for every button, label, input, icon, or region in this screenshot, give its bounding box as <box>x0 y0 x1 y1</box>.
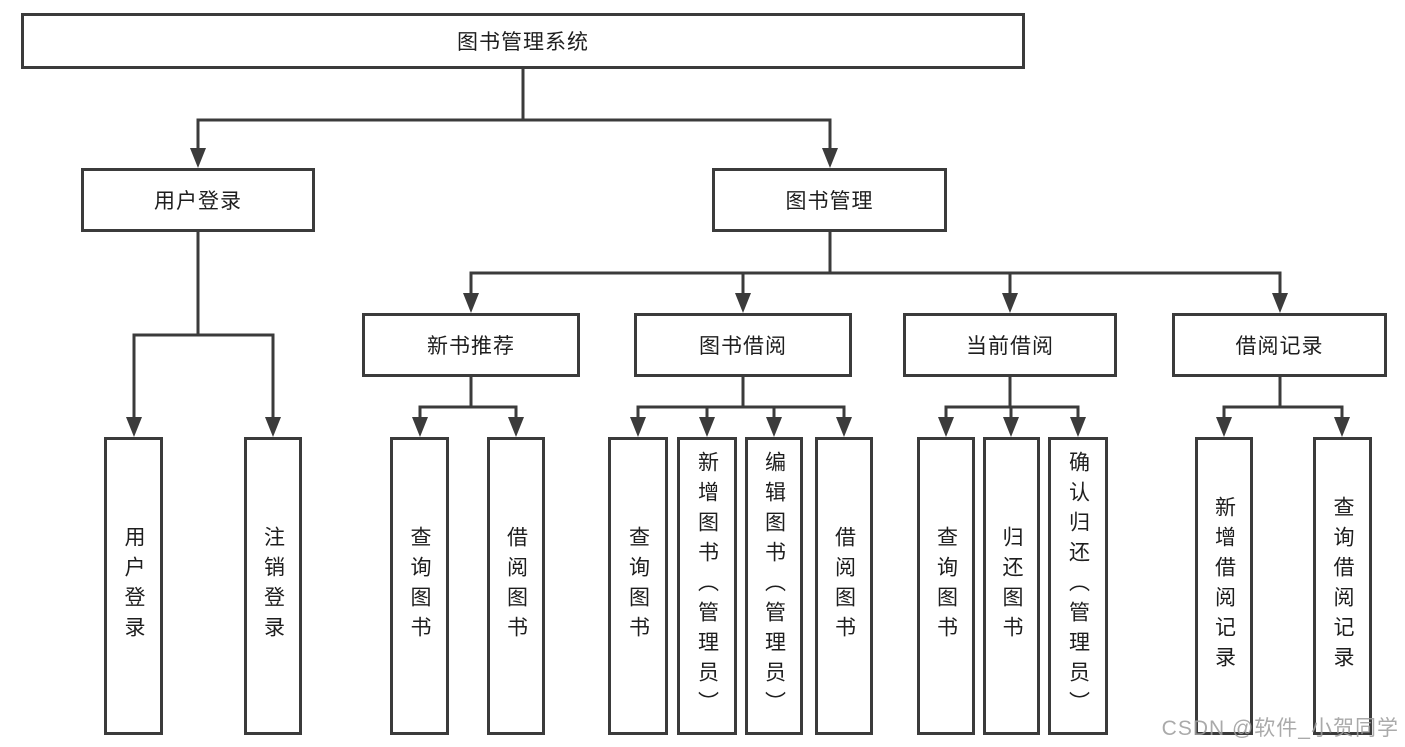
node-recommend-borrow-books-label: 借阅图书 <box>504 526 528 646</box>
node-query-borrow-record: 查询借阅记录 <box>1313 437 1372 735</box>
node-confirm-return-admin: 确认归还（管理员） <box>1048 437 1108 735</box>
node-borrow-borrow-books-label: 借阅图书 <box>832 526 856 646</box>
node-add-book-admin: 新增图书（管理员） <box>677 437 737 735</box>
node-return-books-label: 归还图书 <box>1000 526 1023 646</box>
node-logout: 注销登录 <box>244 437 302 735</box>
node-borrow-records-label: 借阅记录 <box>1235 335 1324 358</box>
node-current-borrow: 当前借阅 <box>903 313 1117 377</box>
node-recommend-query-books: 查询图书 <box>390 437 449 735</box>
node-borrow-query-books: 查询图书 <box>608 437 668 735</box>
node-add-book-admin-label: 新增图书（管理员） <box>695 451 719 721</box>
node-logout-label: 注销登录 <box>261 526 285 646</box>
node-confirm-return-admin-label: 确认归还（管理员） <box>1066 451 1090 721</box>
node-recommend-borrow-books: 借阅图书 <box>487 437 545 735</box>
node-book-management: 图书管理 <box>712 168 947 232</box>
node-recommend-query-books-label: 查询图书 <box>408 526 431 646</box>
node-add-borrow-record-label: 新增借阅记录 <box>1212 496 1236 676</box>
node-book-management-label: 图书管理 <box>785 190 874 213</box>
node-current-query-books: 查询图书 <box>917 437 975 735</box>
node-user-login-action-label: 用户登录 <box>122 526 145 646</box>
node-add-borrow-record: 新增借阅记录 <box>1195 437 1253 735</box>
node-current-borrow-label: 当前借阅 <box>966 335 1054 358</box>
node-edit-book-admin-label: 编辑图书（管理员） <box>762 451 786 721</box>
node-user-login-label: 用户登录 <box>154 190 242 213</box>
node-user-login: 用户登录 <box>81 168 315 232</box>
node-query-borrow-record-label: 查询借阅记录 <box>1331 496 1354 676</box>
node-edit-book-admin: 编辑图书（管理员） <box>745 437 803 735</box>
node-return-books: 归还图书 <box>983 437 1040 735</box>
node-borrow-borrow-books: 借阅图书 <box>815 437 873 735</box>
csdn-watermark: CSDN @软件_小贺同学 <box>1161 717 1399 740</box>
node-new-book-recommend: 新书推荐 <box>362 313 580 377</box>
node-new-book-recommend-label: 新书推荐 <box>427 335 515 358</box>
node-root: 图书管理系统 <box>21 13 1025 69</box>
node-book-borrow-label: 图书借阅 <box>699 335 787 358</box>
node-borrow-query-books-label: 查询图书 <box>626 526 650 646</box>
node-current-query-books-label: 查询图书 <box>934 526 958 646</box>
node-root-label: 图书管理系统 <box>457 31 589 54</box>
node-borrow-records: 借阅记录 <box>1172 313 1387 377</box>
node-book-borrow: 图书借阅 <box>634 313 852 377</box>
node-user-login-action: 用户登录 <box>104 437 163 735</box>
